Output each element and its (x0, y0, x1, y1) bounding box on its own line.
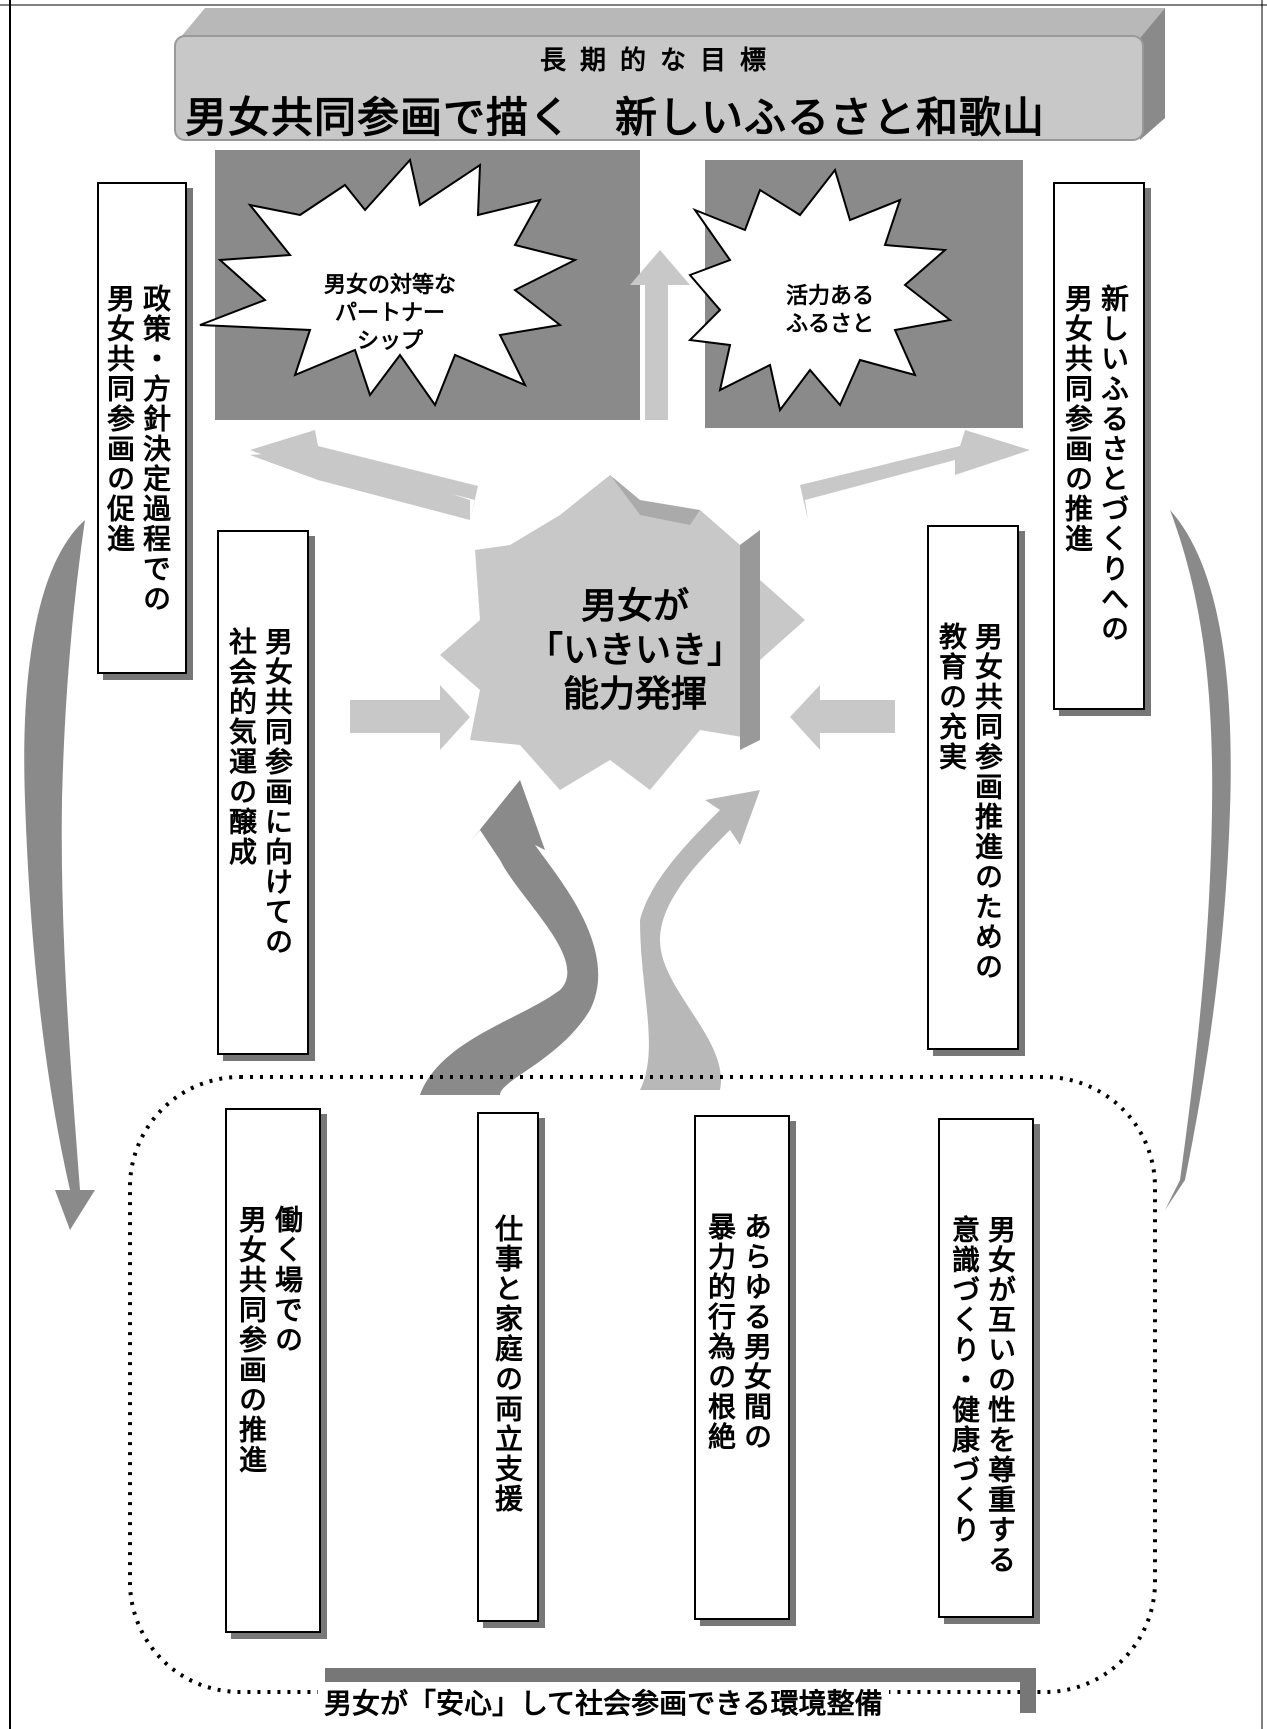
work-family-box: 仕事と家庭の両立支援 (477, 1112, 539, 1622)
violence-text: あらゆる男女間の 暴力的行為の根絶 (704, 1212, 773, 1452)
arrow-up-left-b (250, 450, 470, 520)
side-curve-right (1165, 510, 1231, 1210)
banner-shape (174, 8, 1165, 141)
violence-box: あらゆる男女間の 暴力的行為の根絶 (694, 1115, 790, 1620)
arrow-right-into-center (350, 685, 470, 750)
curved-arrow-right (640, 790, 760, 1090)
health-text: 男女が互いの性を尊重する 意識づくり・健康づくり (948, 1215, 1017, 1575)
work-family-text: 仕事と家庭の両立支援 (491, 1214, 524, 1514)
curved-arrow-left (420, 780, 599, 1095)
dotted-frame (128, 1075, 1157, 1694)
new-hometown-text: 新しいふるさとづくりへの 男女共同参画の推進 (1061, 284, 1130, 644)
social-climate-text: 男女共同参画に向けての 社会的気運の醸成 (225, 627, 294, 957)
workplace-text: 働く場での 男女共同参画の推進 (235, 1205, 304, 1475)
center-star-shape (440, 475, 805, 790)
right-burst-text: 活力ある ふるさと (785, 284, 874, 337)
education-box: 男女共同参画推進のための 教育の充実 (927, 525, 1019, 1050)
new-hometown-box: 新しいふるさとづくりへの 男女共同参画の推進 (1053, 182, 1145, 710)
policy-box: 政策・方針決定過程での 男女共同参画の促進 (97, 182, 187, 674)
up-arrow-shape (630, 250, 690, 420)
banner-title: 男女共同参画で描く 新しいふるさと和歌山 (185, 93, 1046, 142)
left-burst-text: 男女の対等な パートナー シップ (323, 273, 456, 354)
education-text: 男女共同参画推進のための 教育の充実 (935, 622, 1004, 982)
banner-subtitle: 長期的な目標 (539, 46, 780, 76)
center-text: 男女が 「いきいき」 能力発揮 (526, 586, 743, 715)
policy-text: 政策・方針決定過程での 男女共同参画の促進 (103, 284, 172, 614)
social-climate-box: 男女共同参画に向けての 社会的気運の醸成 (217, 530, 309, 1055)
right-burst-shape (687, 167, 953, 413)
health-box: 男女が互いの性を尊重する 意識づくり・健康づくり (938, 1118, 1034, 1618)
arrow-left-into-center (790, 685, 895, 750)
workplace-box: 働く場での 男女共同参画の推進 (225, 1108, 321, 1633)
left-burst-shape (199, 157, 578, 408)
bottom-label: 男女が「安心」して社会参画できる環境整備 (318, 1682, 889, 1722)
side-curve-left (24, 520, 95, 1230)
arrow-up-right (800, 430, 1030, 520)
